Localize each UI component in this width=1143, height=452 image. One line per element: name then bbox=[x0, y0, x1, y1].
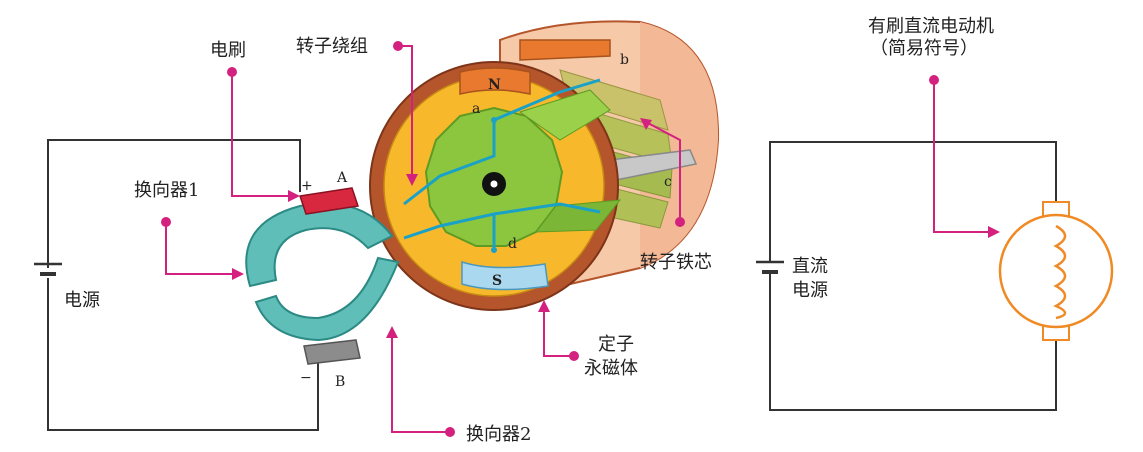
symbol-title-line2: （简易符号） bbox=[870, 38, 978, 59]
symbol-title-line1: 有刷直流电动机 bbox=[868, 16, 994, 37]
pointer-commutator1 bbox=[161, 217, 244, 280]
rotor bbox=[424, 89, 622, 247]
marker-s: S bbox=[492, 273, 502, 289]
stator-magnet-n: N bbox=[459, 67, 531, 95]
power-source-label: 电源 bbox=[64, 290, 100, 311]
plus-sign: + bbox=[301, 178, 313, 194]
commutator2-label: 换向器2 bbox=[466, 424, 531, 445]
right-schematic: 有刷直流电动机 （简易符号） 直流 电源 bbox=[756, 16, 1114, 411]
pointer-commutator2 bbox=[386, 326, 455, 437]
commutator bbox=[245, 202, 400, 342]
dc-source-label-2: 电源 bbox=[792, 280, 828, 301]
pointer-motor-symbol bbox=[929, 75, 1000, 238]
marker-c: c bbox=[664, 174, 672, 190]
rotor-core-label: 转子铁芯 bbox=[640, 252, 712, 273]
dc-battery-symbol bbox=[756, 260, 784, 274]
pointer-rotor-winding bbox=[393, 41, 418, 186]
pointer-stator-magnet bbox=[538, 300, 579, 361]
rotor-winding bbox=[403, 78, 601, 253]
pointer-brush bbox=[227, 67, 300, 202]
marker-a: a bbox=[472, 101, 480, 117]
rotor-winding-label: 转子绕组 bbox=[296, 36, 368, 57]
pointer-rotor-core bbox=[640, 118, 685, 227]
brush-a: A bbox=[299, 170, 359, 215]
left-circuit: 电源 + − bbox=[34, 139, 319, 431]
stator-magnet-label-1: 定子 bbox=[598, 334, 634, 355]
stator-magnet-s: S bbox=[461, 260, 549, 291]
motor-symbol bbox=[998, 201, 1114, 341]
dc-source-label-1: 直流 bbox=[792, 256, 828, 277]
stator-magnet-label-2: 永磁体 bbox=[584, 358, 638, 379]
battery-symbol bbox=[34, 262, 62, 276]
marker-b: b bbox=[620, 52, 629, 68]
marker-d: d bbox=[508, 236, 517, 252]
brush-label: 电刷 bbox=[210, 40, 246, 61]
marker-B: B bbox=[335, 374, 345, 390]
marker-n: N bbox=[488, 77, 501, 93]
commutator1-label: 换向器1 bbox=[134, 180, 199, 201]
brush-b: B bbox=[303, 339, 361, 390]
minus-sign: − bbox=[300, 370, 312, 386]
marker-A: A bbox=[336, 170, 348, 186]
